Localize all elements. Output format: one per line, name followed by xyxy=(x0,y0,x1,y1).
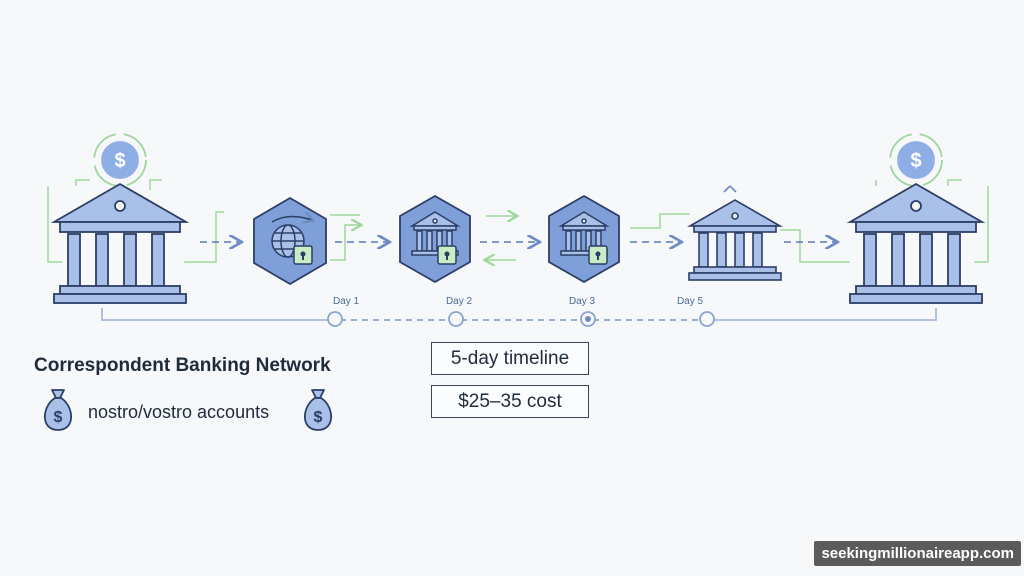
timeline-node-day-2 xyxy=(448,311,464,327)
lock-icon xyxy=(437,245,457,265)
intermediary-bank-icon xyxy=(687,185,783,281)
legend-label: nostro/vostro accounts xyxy=(88,402,270,422)
svg-text:$: $ xyxy=(54,409,63,426)
svg-text:$: $ xyxy=(314,409,323,426)
cost-info-box: $25–35 cost xyxy=(431,385,589,418)
origin-bank-icon: $ xyxy=(50,133,190,304)
green-connection-lines xyxy=(47,179,989,262)
timeline-node-day-5 xyxy=(699,311,715,327)
bank-lock-hexagon-2 xyxy=(548,194,620,284)
day-3-label: Day 3 xyxy=(569,296,596,307)
money-bag-icon: $ xyxy=(303,389,333,431)
day-2-label: Day 2 xyxy=(446,296,473,307)
svg-text:$: $ xyxy=(114,150,125,172)
money-bag-icon: $ xyxy=(43,389,73,431)
bank-lock-hexagon-1 xyxy=(399,194,471,284)
destination-bank-icon: $ xyxy=(846,133,986,304)
lock-icon xyxy=(293,245,313,265)
timeline-info-box: 5-day timeline xyxy=(431,342,589,375)
day-5-label: Day 5 xyxy=(677,296,704,307)
bank-icon xyxy=(409,211,461,256)
bank-icon xyxy=(558,211,610,256)
day-1-label: Day 1 xyxy=(333,296,360,307)
globe-icon xyxy=(271,216,312,258)
page-title: Correspondent Banking Network xyxy=(34,355,331,376)
globe-network-hexagon xyxy=(253,196,327,286)
timeline-node-day-1 xyxy=(327,311,343,327)
svg-text:$: $ xyxy=(910,150,921,172)
lock-icon xyxy=(588,245,608,265)
timeline: Day 1 Day 2 Day 3 Day 5 xyxy=(101,296,937,327)
watermark: seekingmillionaireapp.com xyxy=(814,541,1021,566)
